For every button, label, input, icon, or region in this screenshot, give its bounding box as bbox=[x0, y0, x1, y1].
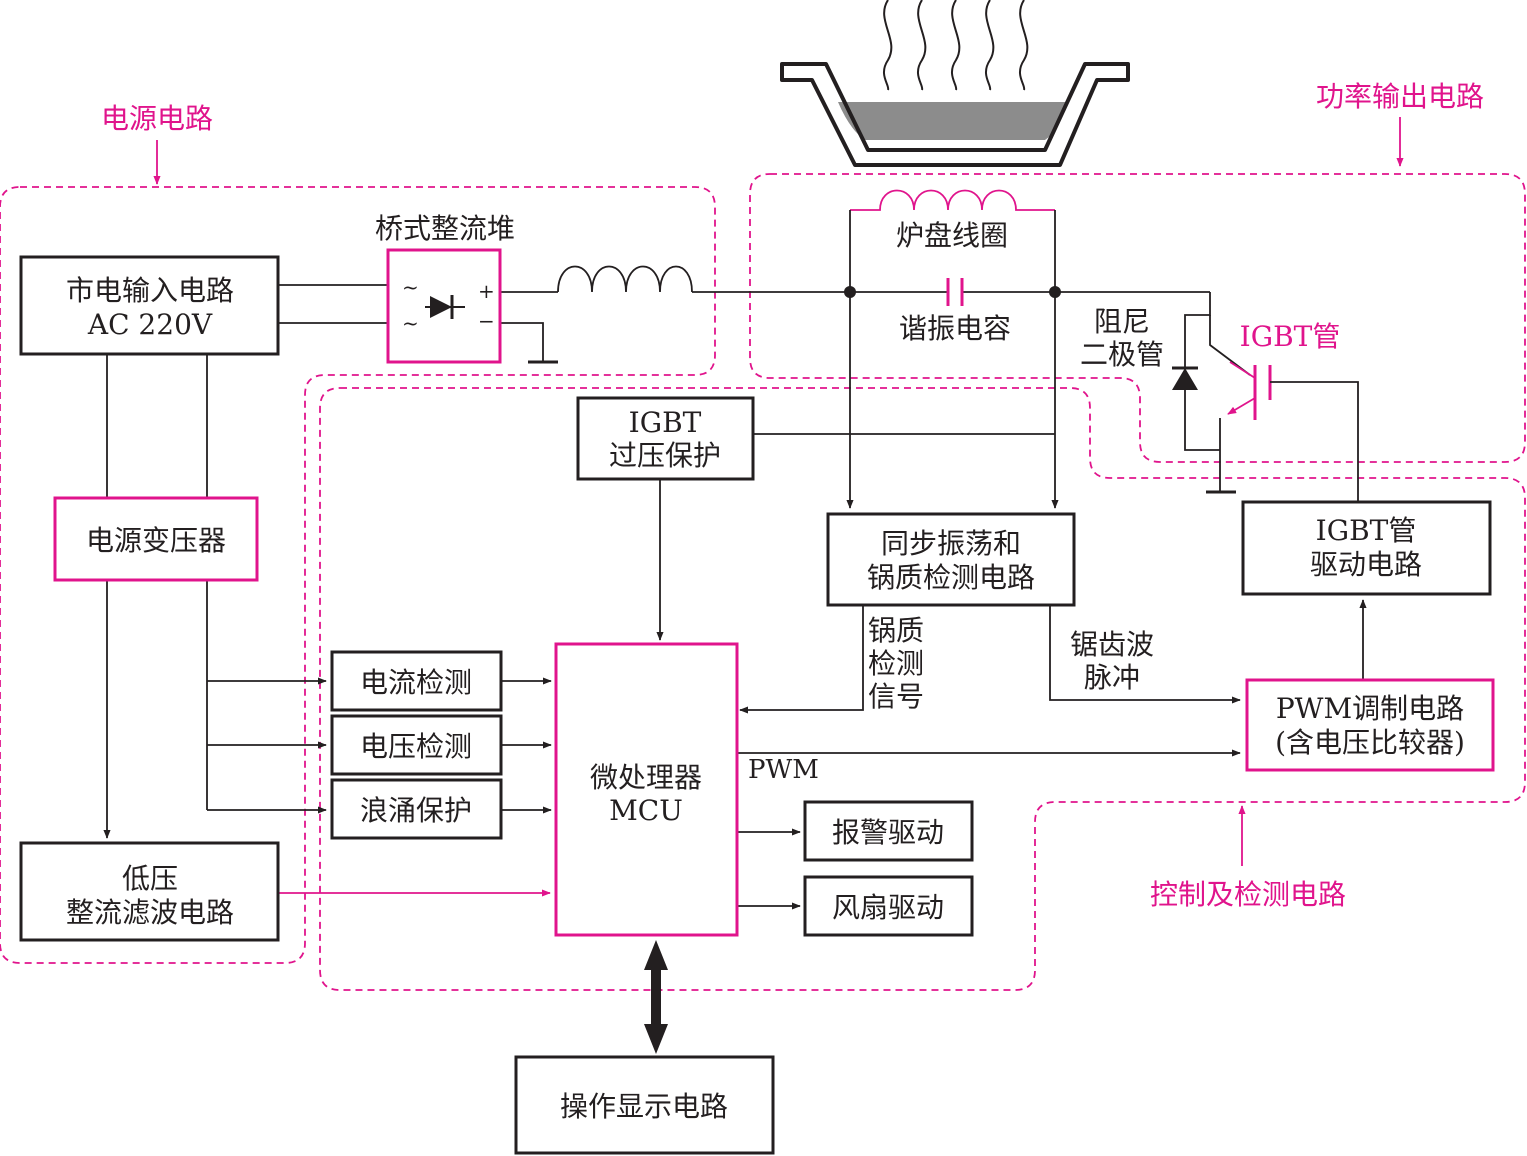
low-voltage-block: 低压 整流滤波电路 bbox=[19, 841, 280, 942]
display-circuit-block: 操作显示电路 bbox=[514, 1055, 775, 1155]
bidirectional-arrow-mcu-display bbox=[644, 940, 668, 1054]
arrow-sawtooth-pwm bbox=[1049, 605, 1241, 704]
damper-diode-label-2: 二极管 bbox=[1080, 338, 1164, 371]
bridge-rectifier-block: 桥式整流堆 ~ ~ + − bbox=[375, 212, 515, 364]
mcu-line1: 微处理器 bbox=[590, 761, 702, 794]
igbt-emitter bbox=[1227, 397, 1256, 415]
wire-gate-driver bbox=[1270, 381, 1359, 502]
alarm-drive-label: 报警驱动 bbox=[832, 816, 944, 849]
power-transformer-block: 电源变压器 bbox=[53, 496, 259, 582]
ac-symbol-bottom: ~ bbox=[402, 311, 419, 335]
power-supply-zone bbox=[0, 186, 716, 964]
zone-label-power-supply: 电源电路 bbox=[101, 102, 213, 135]
sawtooth-label-2: 脉冲 bbox=[1084, 661, 1140, 694]
mains-input-block: 市电输入电路 AC 220V bbox=[19, 255, 280, 356]
mcu-line2: MCU bbox=[609, 794, 683, 827]
igbt-protect-block: IGBT 过压保护 bbox=[576, 396, 755, 481]
wire-bridge-minus bbox=[500, 322, 544, 362]
igbt-collector-link bbox=[1229, 361, 1256, 379]
sync-detect-block: 同步振荡和 锅质检测电路 bbox=[826, 512, 1076, 607]
wire-igbt-collector bbox=[1209, 315, 1251, 376]
coil-label: 炉盘线圈 bbox=[896, 219, 1008, 252]
mcu-block: 微处理器 MCU bbox=[554, 642, 739, 937]
surge-protect-block: 浪涌保护 bbox=[330, 778, 503, 840]
pwm-block: PWM调制电路 (含电压比较器) bbox=[1245, 678, 1495, 772]
damper-diode-label-1: 阻尼 bbox=[1094, 305, 1150, 338]
wire-to-igbt-collector bbox=[1184, 292, 1211, 368]
igbt-driver-block: IGBT管 驱动电路 bbox=[1241, 500, 1492, 596]
plus-sign: + bbox=[478, 279, 495, 303]
bridge-rectifier-label: 桥式整流堆 bbox=[375, 212, 515, 245]
control-detection-zone bbox=[319, 387, 1526, 991]
pwm-line2: (含电压比较器) bbox=[1275, 726, 1465, 759]
current-detect-label: 电流检测 bbox=[360, 666, 472, 699]
sync-line1: 同步振荡和 bbox=[881, 527, 1021, 560]
mains-input-title: 市电输入电路 bbox=[66, 274, 234, 307]
pot-signal-label-1: 锅质 bbox=[868, 614, 924, 647]
current-detect-block: 电流检测 bbox=[330, 650, 503, 712]
wire-diode-bottom bbox=[1184, 390, 1220, 451]
pot-signal-label-2: 检测 bbox=[868, 647, 924, 680]
pwm-line1: PWM调制电路 bbox=[1276, 692, 1464, 725]
igbt-protect-line1: IGBT bbox=[629, 406, 702, 439]
igbt-driver-line1: IGBT管 bbox=[1316, 514, 1417, 547]
pwm-signal-label: PWM bbox=[748, 755, 819, 785]
coil-inductor-icon bbox=[850, 189, 1055, 211]
igbt-protect-line2: 过压保护 bbox=[609, 439, 721, 472]
surge-protect-label: 浪涌保护 bbox=[360, 794, 472, 827]
zone-label-power-output: 功率输出电路 bbox=[1316, 80, 1484, 113]
sync-line2: 锅质检测电路 bbox=[867, 561, 1035, 594]
low-voltage-line1: 低压 bbox=[122, 862, 178, 895]
sawtooth-label-1: 锯齿波 bbox=[1070, 628, 1154, 661]
zone-label-control-detection: 控制及检测电路 bbox=[1150, 878, 1346, 911]
choke-inductor-icon bbox=[557, 265, 693, 293]
low-voltage-line2: 整流滤波电路 bbox=[66, 896, 234, 929]
voltage-detect-label: 电压检测 bbox=[360, 730, 472, 763]
pot-signal-label-3: 信号 bbox=[868, 680, 924, 713]
arrow-pot-signal-mcu bbox=[739, 605, 864, 714]
fan-drive-label: 风扇驱动 bbox=[832, 891, 944, 924]
diode-icon bbox=[425, 295, 465, 319]
damper-diode-icon bbox=[1172, 368, 1198, 390]
fan-drive-block: 风扇驱动 bbox=[803, 875, 974, 937]
steam-icon bbox=[883, 0, 1029, 91]
igbt-tube-label: IGBT管 bbox=[1240, 320, 1341, 353]
minus-sign: − bbox=[478, 309, 495, 333]
resonant-cap-label: 谐振电容 bbox=[899, 312, 1011, 345]
power-transformer-label: 电源变压器 bbox=[86, 524, 226, 557]
pot-icon bbox=[780, 0, 1130, 167]
alarm-drive-block: 报警驱动 bbox=[803, 800, 974, 862]
display-circuit-label: 操作显示电路 bbox=[560, 1090, 728, 1123]
mains-input-voltage: AC 220V bbox=[87, 308, 213, 341]
igbt-driver-line2: 驱动电路 bbox=[1310, 548, 1422, 581]
ac-symbol-top: ~ bbox=[402, 275, 419, 299]
voltage-detect-block: 电压检测 bbox=[330, 714, 503, 776]
